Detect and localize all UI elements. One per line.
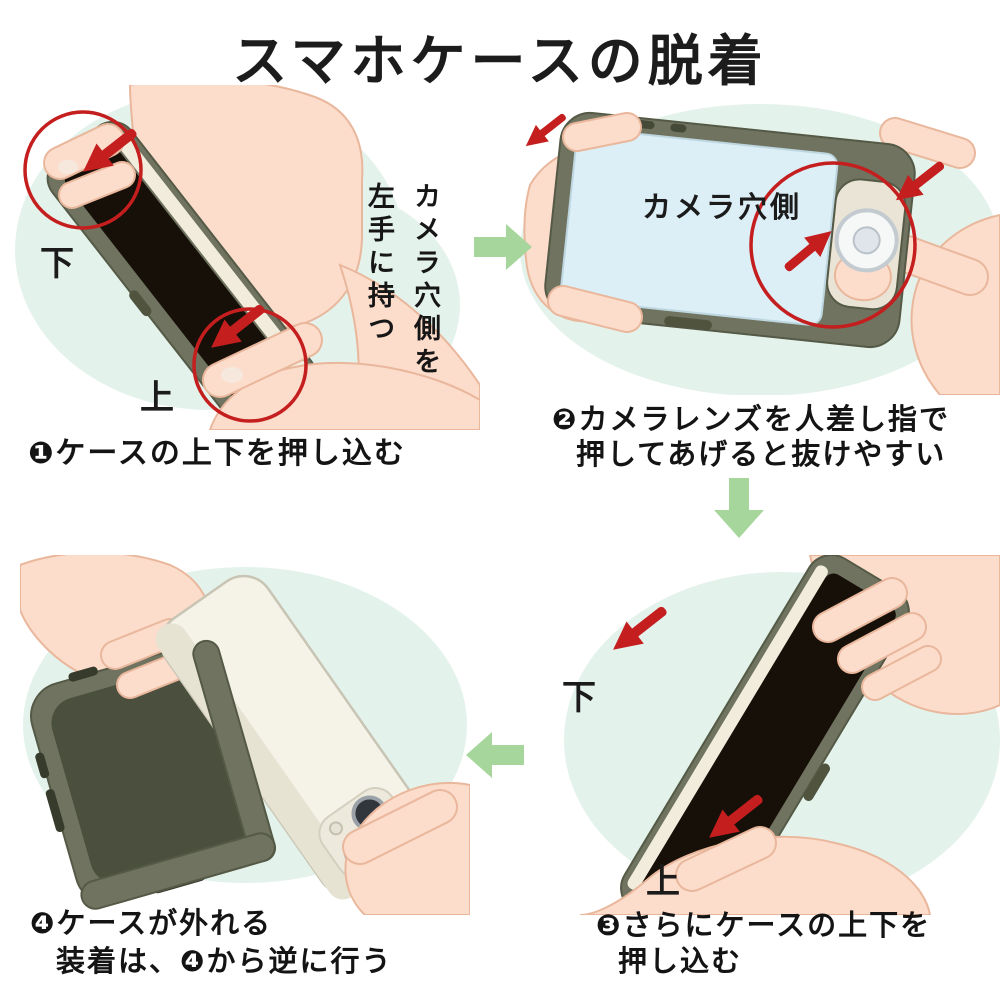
thumb-nail (221, 367, 243, 383)
red-arrow-icon (709, 794, 763, 838)
step2-illustration (520, 104, 1000, 395)
phone-in-case (544, 111, 916, 349)
case-front-rim (80, 639, 277, 910)
phone-edge (627, 565, 828, 890)
red-arrow-icon (613, 606, 667, 650)
case-slot (670, 123, 687, 133)
lower-hand (579, 826, 932, 915)
step3-illustration (564, 555, 1000, 915)
emphasis-circle-top (23, 110, 143, 230)
red-arrow-icon (211, 304, 265, 348)
camera-flash (328, 821, 343, 836)
phone-in-case (620, 555, 910, 915)
step2-caption-line1: ❷カメラレンズを人差し指で (552, 402, 950, 436)
step3-caption-line2: 押し込む (618, 944, 743, 978)
gripping-fingers (547, 112, 643, 333)
step1-caption: ❶ケースの上下を押し込む (28, 436, 406, 471)
step4-illustration (20, 555, 470, 915)
step3-label-down: 下 (562, 678, 596, 718)
right-hand (342, 781, 470, 915)
red-arrow-icon (784, 231, 832, 272)
step1-label-down: 下 (40, 244, 74, 284)
page-title: スマホケースの脱着 (232, 29, 768, 93)
flow-arrow-down-icon (714, 478, 764, 538)
phone-screen-glass (560, 127, 839, 326)
step1-label-up: 上 (140, 378, 174, 418)
case-slot (68, 666, 98, 682)
red-arrow-icon (83, 128, 137, 172)
gripping-fingers (43, 123, 136, 209)
case-button (664, 316, 712, 331)
case-inner (51, 666, 250, 884)
case-button-hole (45, 789, 65, 833)
step3-label-up: 上 (646, 862, 680, 902)
step4-caption-line2: 装着は、❹から逆に行う (56, 944, 393, 978)
phone-screen (640, 573, 896, 915)
case-button-hole (35, 752, 50, 779)
thumb-nail (58, 160, 78, 174)
step4-caption-line1: ❹ケースが外れる (30, 906, 273, 940)
gripping-fingers (812, 577, 942, 701)
side-note-column-2: 左手に持つ (363, 182, 394, 347)
step3-caption-line1: ❸さらにケースの上下を (596, 908, 932, 942)
emphasis-circle-bottom (192, 307, 308, 423)
flow-arrow-left-icon (466, 732, 524, 778)
red-arrow-icon (895, 161, 945, 201)
step2-area-label: カメラ穴側 (642, 190, 803, 224)
case-button (129, 290, 152, 317)
step1-illustration (15, 85, 480, 430)
emphasis-circle-camera (749, 161, 917, 329)
side-note-column-1: カメラ穴側を (409, 182, 440, 380)
red-arrow-icon (525, 113, 566, 147)
step2-caption-line2: 押してあげると抜けやすい (576, 437, 947, 471)
case-button (803, 763, 831, 801)
side-note: カメラ穴側を 左手に持つ (352, 182, 451, 432)
flow-arrow-right-icon (474, 224, 532, 270)
